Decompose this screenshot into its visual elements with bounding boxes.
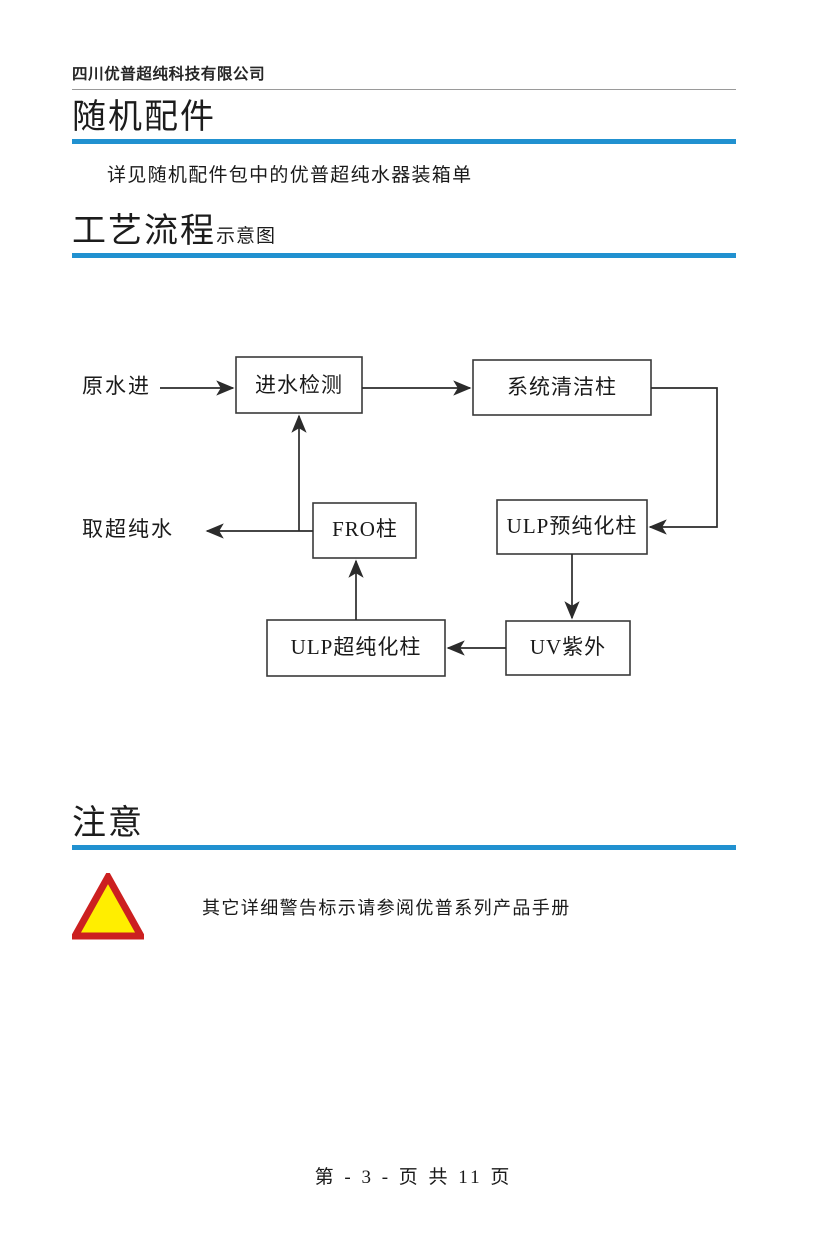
- section-title-main: 工艺流程: [72, 213, 216, 250]
- company-header: 四川优普超纯科技有限公司: [72, 62, 736, 90]
- flow-node-uv: UV紫外: [505, 620, 631, 676]
- section-title-notice: 注意: [72, 805, 736, 843]
- section-notice: 注意: [72, 805, 736, 850]
- flow-node-label: 进水检测: [255, 373, 343, 397]
- section-accessories: 随机配件 详见随机配件包中的优普超纯水器装箱单: [72, 99, 736, 187]
- warning-text: 其它详细警告标示请参阅优普系列产品手册: [202, 898, 571, 919]
- section-title-main: 注意: [72, 805, 144, 842]
- flow-node-label: FRO柱: [332, 517, 398, 541]
- flow-label-raw-water-in: 原水进: [82, 374, 151, 398]
- flow-node-label: ULP预纯化柱: [507, 514, 638, 538]
- flow-node-inlet-test: 进水检测: [235, 356, 363, 414]
- section-rule-accessories: [72, 138, 736, 144]
- section-title-sub: 示意图: [216, 226, 277, 247]
- section-process-flow: 工艺流程示意图: [72, 213, 736, 258]
- flow-node-ulp-pre: ULP预纯化柱: [496, 499, 648, 555]
- process-flow-diagram: 原水进 取超纯水 进水检测 系统清洁柱 ULP预纯化柱 UV紫外 ULP超纯化柱: [82, 356, 718, 677]
- flow-label-ultrapure-out: 取超纯水: [82, 517, 174, 541]
- section-title-main: 随机配件: [72, 99, 216, 136]
- flow-node-ulp-ultra: ULP超纯化柱: [266, 619, 446, 677]
- section-title-process-flow: 工艺流程示意图: [72, 213, 736, 251]
- flow-node-fro: FRO柱: [312, 502, 417, 559]
- flow-node-label: UV紫外: [530, 635, 606, 659]
- warning-row: 其它详细警告标示请参阅优普系列产品手册: [72, 873, 571, 941]
- flow-edge-clean-to-ulp-pre: [648, 387, 718, 535]
- warning-triangle-icon: [72, 873, 144, 940]
- section-body-accessories: 详见随机配件包中的优普超纯水器装箱单: [107, 164, 473, 186]
- flow-node-label: 系统清洁柱: [507, 375, 617, 399]
- section-title-accessories: 随机配件: [72, 99, 736, 137]
- page-footer: 第 - 3 - 页 共 11 页: [314, 1167, 513, 1188]
- flow-node-label: ULP超纯化柱: [291, 635, 422, 659]
- section-rule-notice: [72, 844, 736, 850]
- section-rule-process-flow: [72, 252, 736, 258]
- flow-node-system-clean: 系统清洁柱: [472, 359, 652, 416]
